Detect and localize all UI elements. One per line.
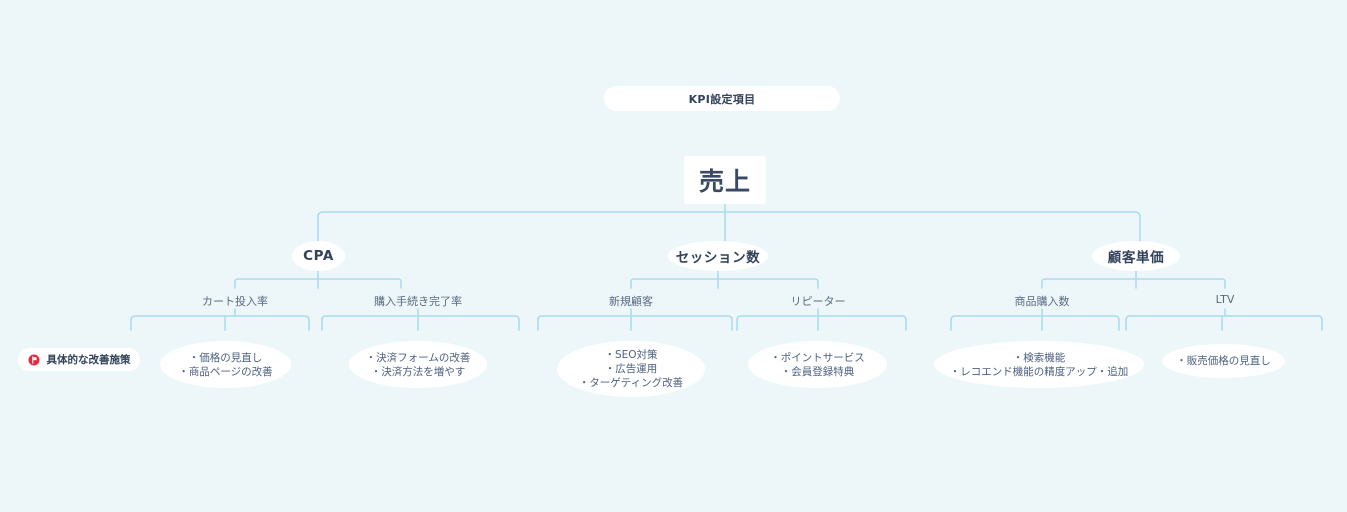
root-node-sales[interactable]: 売上 (684, 156, 766, 204)
legend-badge: 具体的な改善施策 (18, 348, 140, 371)
wire-cpa-bracket (234, 278, 402, 289)
wire-m5-bracket (950, 315, 1120, 331)
action-line: ・広告運用 (604, 363, 658, 375)
page-title: KPI設定項目 (604, 86, 840, 111)
legend-label: 具体的な改善施策 (46, 354, 131, 366)
metric-label-cart-entry: カート投入率 (202, 295, 268, 308)
wire-m2-bracket (321, 315, 520, 331)
branch-node-label: CPA (303, 248, 334, 264)
wire-session-bracket (630, 278, 819, 289)
action-line: ・SEO対策 (604, 349, 658, 361)
wire-m1-bracket (130, 315, 310, 331)
action-line: ・商品ページの改善 (178, 365, 273, 378)
action-node-items-purchased[interactable]: ・検索機能 ・レコエンド機能の精度アップ・追加 (934, 341, 1144, 388)
branch-node-label: 顧客単価 (1107, 250, 1165, 266)
branch-node-label: セッション数 (675, 250, 761, 266)
branch-node-customer-unit-price[interactable]: 顧客単価 (1092, 241, 1180, 271)
metric-label-new-customers: 新規顧客 (609, 295, 653, 308)
wire-m3-bracket (537, 315, 733, 331)
action-line: ・ポイントサービス (770, 351, 865, 364)
red-flag-circle-icon (28, 354, 39, 365)
wire-m6-bracket (1125, 315, 1323, 331)
page-title-label: KPI設定項目 (688, 92, 756, 106)
action-node-checkout-completion[interactable]: ・決済フォームの改善 ・決済方法を増やす (349, 341, 487, 388)
wire-m4-bracket (736, 315, 907, 331)
wire-kyaku-bracket (1041, 278, 1226, 289)
branch-node-cpa[interactable]: CPA (292, 241, 345, 271)
action-node-cart-entry[interactable]: ・価格の見直し ・商品ページの改善 (160, 341, 291, 388)
wire-level2-bus (317, 211, 1141, 242)
action-line: ・ターゲティング改善 (578, 377, 684, 389)
root-node-label: 売上 (698, 167, 751, 196)
action-node-ltv[interactable]: ・販売価格の見直し (1162, 344, 1285, 378)
action-line: ・販売価格の見直し (1176, 355, 1271, 367)
action-node-new-customers[interactable]: ・SEO対策 ・広告運用 ・ターゲティング改善 (557, 341, 705, 397)
action-line: ・決済フォームの改善 (365, 351, 471, 364)
metric-label-repeaters: リピーター (790, 295, 846, 308)
action-line: ・レコエンド機能の精度アップ・追加 (949, 365, 1129, 378)
metric-label-ltv: LTV (1215, 293, 1235, 306)
action-line: ・決済方法を増やす (370, 365, 466, 378)
action-line: ・価格の見直し (188, 351, 263, 364)
metric-label-items-purchased: 商品購入数 (1014, 295, 1070, 308)
action-line: ・検索機能 (1012, 351, 1066, 364)
action-node-repeaters[interactable]: ・ポイントサービス ・会員登録特典 (748, 341, 887, 388)
action-line: ・会員登録特典 (780, 365, 855, 378)
branch-node-sessions[interactable]: セッション数 (668, 241, 768, 271)
metric-label-checkout-completion: 購入手続き完了率 (374, 295, 462, 308)
